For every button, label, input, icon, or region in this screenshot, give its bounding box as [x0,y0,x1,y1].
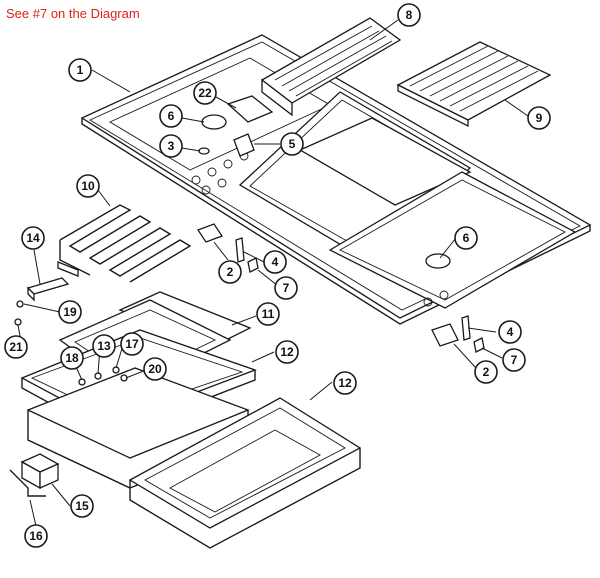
callout-7-right: 7 [502,348,526,372]
callout-17: 17 [120,332,144,356]
callout-12-upper: 12 [275,340,299,364]
callout-7-right-label: 7 [511,353,518,367]
callout-10: 10 [76,174,100,198]
grill-grate-part-9 [396,41,552,128]
callout-21: 21 [4,335,28,359]
callout-20: 20 [143,357,167,381]
callout-18-label: 18 [65,351,79,365]
callout-2-left: 2 [218,260,242,284]
callout-1: 1 [68,58,92,82]
callout-8-label: 8 [406,8,413,22]
callout-6-right-label: 6 [463,231,470,245]
callout-17-label: 17 [125,337,139,351]
heating-element-part-10 [57,204,192,283]
callout-10-label: 10 [81,179,95,193]
callout-13: 13 [92,334,116,358]
bracket-part-16 [9,469,46,497]
clip-part-19 [16,300,24,308]
tray-part-12-lower [128,397,362,549]
callout-2-right-label: 2 [483,365,490,379]
callout-21-label: 21 [9,340,23,354]
callout-12-upper-label: 12 [280,345,294,359]
callout-19-label: 19 [63,305,77,319]
callout-3-label: 3 [168,139,175,153]
callout-14: 14 [21,226,45,250]
callout-7-left-label: 7 [283,281,290,295]
callout-4-right: 4 [498,320,522,344]
callout-8: 8 [397,3,421,27]
callout-2-left-label: 2 [227,265,234,279]
switch-part-15 [20,453,60,490]
callout-6-top-label: 6 [168,109,175,123]
callout-11-label: 11 [262,307,275,321]
callout-22: 22 [193,81,217,105]
callout-16-label: 16 [29,529,43,543]
diagram-caption: See #7 on the Diagram [6,6,140,21]
callout-19: 19 [58,300,82,324]
switch-assembly-left [197,223,259,273]
callout-22-label: 22 [198,86,212,100]
callout-9: 9 [527,106,551,130]
callout-12-lower: 12 [333,371,357,395]
callout-4-left: 4 [263,250,287,274]
callout-5: 5 [280,132,304,156]
callout-12-lower-label: 12 [338,376,352,390]
vent-grille-part-8 [260,17,402,117]
callout-1-label: 1 [77,63,84,77]
screw-part-21 [14,318,22,326]
callout-4-right-label: 4 [507,325,514,339]
callout-20-label: 20 [148,362,162,376]
callout-11: 11 [256,302,280,326]
leader-lines [17,19,529,527]
callout-6-right: 6 [454,226,478,250]
callout-3: 3 [159,134,183,158]
callout-15-label: 15 [75,499,89,513]
callout-5-label: 5 [289,137,296,151]
callout-13-label: 13 [97,339,111,353]
callout-18: 18 [60,346,84,370]
callout-9-label: 9 [536,111,543,125]
callout-4-left-label: 4 [272,255,279,269]
callout-14-label: 14 [26,231,40,245]
terminal-block-part-14 [26,277,70,302]
callout-2-right: 2 [474,360,498,384]
callout-15: 15 [70,494,94,518]
callout-6-top: 6 [159,104,183,128]
callout-16: 16 [24,524,48,548]
switch-assembly-right [431,315,485,353]
callout-7-left: 7 [274,276,298,300]
